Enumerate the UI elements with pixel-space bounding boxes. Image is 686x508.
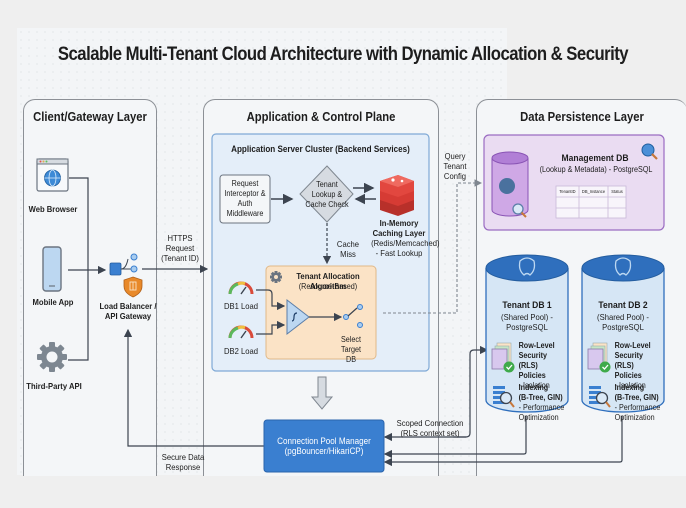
flow-down-arrow: [310, 376, 334, 410]
cache-miss-label: Cache Miss: [336, 239, 360, 259]
web-browser-label: Web Browser: [28, 204, 78, 214]
connection-pool-manager-label: Connection Pool Manager(pgBouncer/Hikari…: [277, 436, 371, 456]
tenant-db-2-cylinder: [581, 254, 665, 413]
db1-load-gauge-icon: [228, 281, 254, 295]
comparator-icon: [286, 298, 310, 336]
data-layer-title: Data Persistence Layer: [520, 110, 644, 124]
table-header-db-instance: DB_Instance: [581, 189, 606, 194]
management-db-cylinder-icon: [491, 151, 529, 218]
db2-load-label: DB2 Load: [223, 346, 259, 356]
tenant-db-2-header: Tenant DB 2 (Shared Pool) -PostgreSQL: [597, 300, 649, 332]
browser-globe-icon: [36, 158, 69, 192]
search-icon[interactable]: [641, 143, 658, 160]
connection-pool-manager-box: [263, 419, 385, 473]
table-header-tenantid: TenantID: [559, 189, 576, 194]
diagram-title: Scalable Multi-Tenant Cloud Architecture…: [57, 44, 629, 65]
third-party-api-label: Third-Party API: [26, 381, 82, 391]
allocation-algorithm-box: [265, 265, 377, 360]
scoped-connection-label: Scoped Connection(RLS context set): [396, 418, 464, 438]
load-balancer-label: Load Balancer / API Gateway: [99, 301, 157, 321]
tenant-db-1-cylinder: [485, 254, 569, 413]
db1-load-label: DB1 Load: [223, 301, 259, 311]
management-db-title: Management DB: [561, 153, 629, 164]
gear-icon: [37, 342, 67, 372]
load-balancer-icon: [109, 253, 138, 276]
rls-policy-icon-db2: [587, 342, 611, 373]
cluster-title: Application Server Cluster (Backend Serv…: [231, 144, 410, 154]
algorithm-gear-icon: [270, 271, 282, 283]
tenant-db-1-header: Tenant DB 1 (Shared Pool) -PostgreSQL: [501, 300, 553, 332]
algorithm-title: Tenant Allocation Algorithm: [296, 271, 360, 291]
smartphone-icon: [42, 246, 62, 292]
db-selector-switch-icon: [343, 304, 363, 328]
table-header-status: Status: [611, 189, 623, 194]
interceptor-box: [219, 174, 271, 224]
client-layer-title: Client/Gateway Layer: [33, 110, 147, 124]
application-layer-title: Application & Control Plane: [246, 110, 396, 124]
tenant-lookup-diamond: [299, 165, 354, 223]
algorithm-subtitle: (Resource-Based): [298, 282, 358, 291]
management-db-subtitle: (Lookup & Metadata) - PostgreSQL: [539, 165, 653, 174]
mobile-app-label: Mobile App: [32, 297, 74, 307]
tenant-lookup-table: [555, 185, 627, 219]
db2-load-gauge-icon: [228, 325, 254, 339]
index-icon-db1: [493, 386, 515, 408]
redis-cache-icon: [380, 175, 414, 216]
security-shield-icon: [123, 276, 143, 298]
rls-policy-icon-db1: [491, 342, 515, 373]
index-icon-db2: [589, 386, 611, 408]
